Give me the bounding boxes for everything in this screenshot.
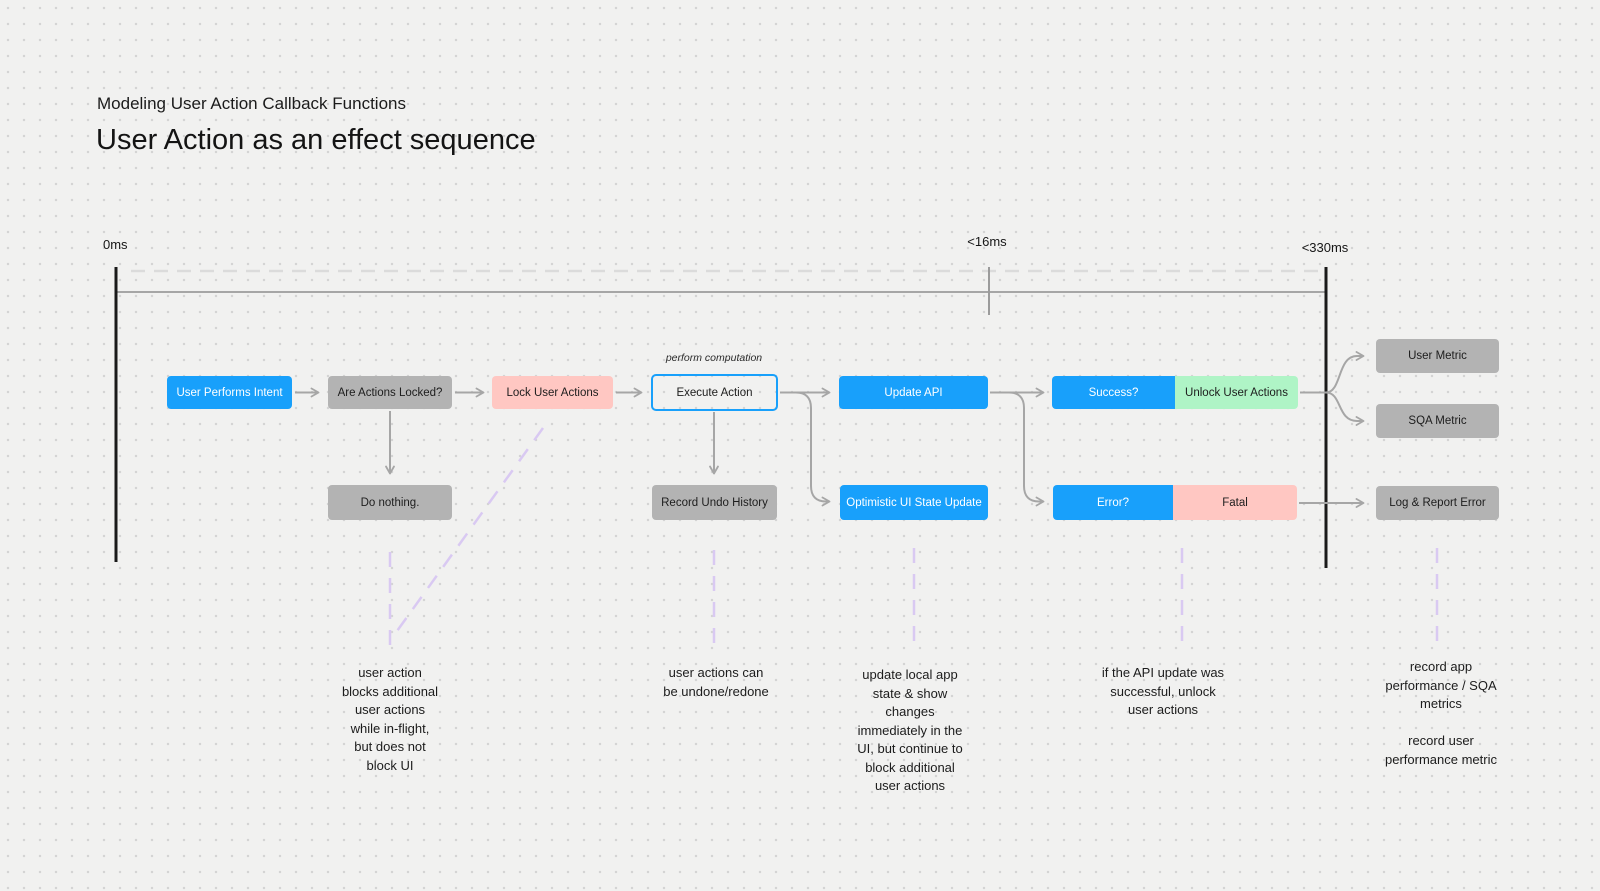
node-record-undo-history[interactable]: Record Undo History: [652, 485, 777, 520]
node-error[interactable]: Error?: [1053, 485, 1173, 520]
arrow-execute-to-optimistic: [780, 391, 831, 507]
diagram-subtitle: Modeling User Action Callback Functions: [97, 94, 406, 113]
node-fatal[interactable]: Fatal: [1173, 485, 1297, 520]
node-user-metric[interactable]: User Metric: [1376, 339, 1499, 373]
node-log-report-error[interactable]: Log & Report Error: [1376, 486, 1499, 520]
annotation-undo-redo: user actions can be undone/redone: [663, 665, 769, 699]
node-sqa-metric[interactable]: SQA Metric: [1376, 404, 1499, 438]
node-update-api[interactable]: Update API: [839, 376, 988, 409]
execute-action-note: perform computation: [665, 352, 763, 364]
page-title: User Action as an effect sequence: [96, 124, 536, 156]
timeline-label-0ms: 0ms: [103, 237, 128, 252]
node-are-actions-locked[interactable]: Are Actions Locked?: [328, 376, 452, 409]
annotation-record-metrics: record app performance / SQA metrics rec…: [1385, 659, 1497, 767]
node-success[interactable]: Success?: [1052, 376, 1175, 409]
annotation-unlock-on-success: if the API update was successful, unlock…: [1101, 665, 1225, 717]
arrow-split-to-user-metric: [1325, 351, 1365, 394]
annotation-blocks-actions: user action blocks additional user actio…: [341, 665, 439, 773]
node-execute-action[interactable]: Execute Action: [651, 374, 778, 411]
note-leader-diagonal-lock: [390, 427, 545, 639]
node-unlock-user-actions[interactable]: Unlock User Actions: [1175, 376, 1298, 409]
annotation-optimistic-update: update local app state & show changes im…: [857, 667, 963, 793]
timeline-label-16ms: <16ms: [967, 234, 1007, 249]
node-lock-user-actions[interactable]: Lock User Actions: [492, 376, 613, 409]
node-optimistic-ui-state-update[interactable]: Optimistic UI State Update: [840, 485, 988, 520]
arrow-split-to-sqa-metric: [1325, 391, 1365, 426]
node-do-nothing[interactable]: Do nothing.: [328, 485, 452, 520]
timeline-label-330ms: <330ms: [1301, 240, 1349, 255]
arrow-update-api-to-error: [990, 391, 1045, 507]
node-user-performs-intent[interactable]: User Performs Intent: [167, 376, 292, 409]
